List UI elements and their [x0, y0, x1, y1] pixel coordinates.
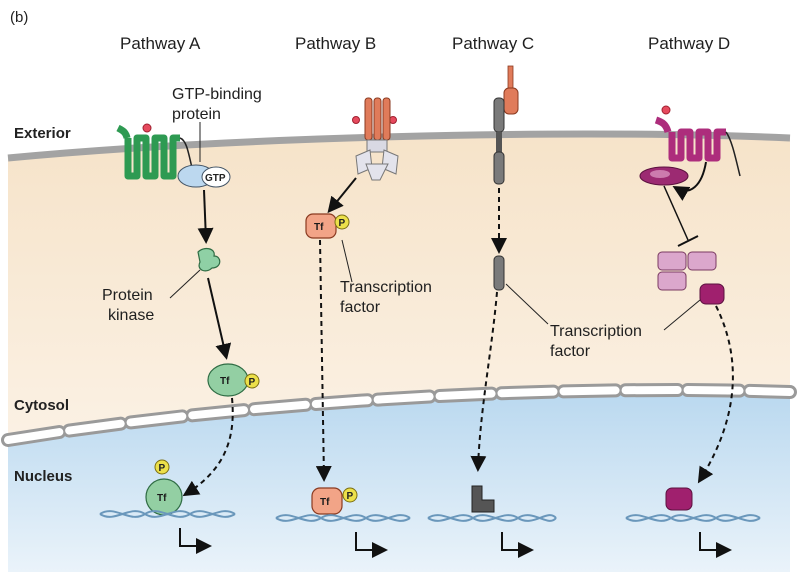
cytosol-region — [8, 134, 790, 440]
transcription-factor-cd-label-1: Transcription — [550, 323, 642, 340]
phosphate-a-nucleus-label: P — [159, 463, 166, 474]
pathway-a: GTP GTP-binding protein Protein kinase T… — [99, 86, 262, 554]
nucleus-label: Nucleus — [14, 468, 72, 485]
nucleus-region — [8, 390, 790, 572]
pathway-c — [427, 65, 557, 558]
ligand-b-left — [352, 116, 360, 124]
dna-c — [427, 514, 557, 522]
phosphate-a-cytosol-label: P — [249, 377, 256, 388]
phosphate-b-nucleus-label: P — [347, 491, 354, 502]
transcription-factor-d-nucleus — [665, 487, 693, 511]
tf-b-nucleus-label: Tf — [320, 497, 330, 508]
dna-b — [275, 514, 411, 522]
dna-d — [625, 514, 761, 522]
receptor-b — [355, 97, 399, 181]
receptor-a — [116, 124, 180, 180]
pathway-d-heading: Pathway D — [648, 34, 730, 53]
receptor-d — [654, 116, 726, 162]
transcription-factor-c-nucleus — [471, 485, 495, 513]
ligand-a — [142, 123, 152, 133]
pathway-d — [625, 105, 761, 558]
phosphate-a-nucleus — [154, 459, 170, 475]
phosphate-a-cytosol — [244, 373, 260, 389]
ligand-d — [661, 105, 671, 115]
transcription-start-c — [501, 532, 534, 558]
tf-b-cytosol-label: Tf — [314, 222, 324, 233]
transcription-factor-cd-label-2: factor — [550, 343, 591, 360]
cytosol-label: Cytosol — [14, 397, 69, 414]
ligand-b-right — [389, 116, 397, 124]
pathway-c-heading: Pathway C — [452, 34, 534, 53]
gtp-binding-label-1: GTP-binding — [172, 86, 262, 103]
dna-a — [99, 510, 236, 518]
transcription-factor-b-label-2: factor — [340, 299, 381, 316]
receptor-c — [493, 65, 519, 185]
transcription-start-b — [355, 532, 388, 558]
pathway-a-heading: Pathway A — [120, 34, 201, 53]
exterior-label: Exterior — [14, 125, 71, 142]
transcription-start-d — [699, 532, 732, 558]
gtp-binding-label-2: protein — [172, 106, 221, 123]
protein-kinase — [197, 247, 221, 272]
pathway-b-heading: Pathway B — [295, 34, 376, 53]
tf-a-nucleus-label: Tf — [157, 493, 167, 504]
transcription-factor-d-cytosol — [699, 283, 725, 305]
inhibitor-complex-d — [657, 251, 717, 291]
phosphate-b-cytosol — [334, 214, 350, 230]
protein-kinase-label-1: Protein — [102, 287, 153, 304]
transcription-start-a — [179, 528, 212, 554]
gtp-label: GTP — [205, 173, 226, 184]
phosphate-b-nucleus — [342, 487, 358, 503]
transcription-factor-b-label-1: Transcription — [340, 279, 432, 296]
protein-kinase-label-2: kinase — [108, 307, 154, 324]
tf-a-cytosol-label: Tf — [220, 376, 230, 387]
transcription-factor-c-cytosol — [493, 255, 505, 291]
transcription-factor-b-nucleus — [311, 487, 343, 515]
pathway-b: Tf P Transcription factor Tf P — [275, 97, 432, 558]
panel-label: (b) — [10, 9, 28, 26]
phosphate-b-cytosol-label: P — [339, 218, 346, 229]
